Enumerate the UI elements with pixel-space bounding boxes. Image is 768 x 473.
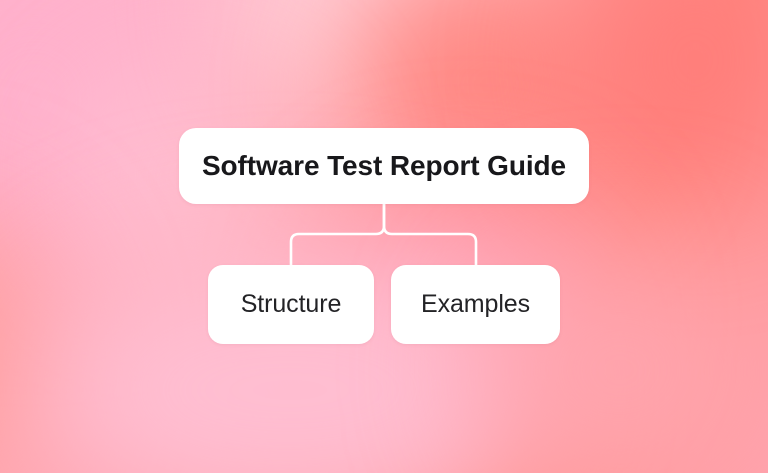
node-examples[interactable]: Examples [391, 265, 560, 344]
connector-to-structure [289, 202, 386, 267]
node-root[interactable]: Software Test Report Guide [179, 128, 589, 204]
connector-to-examples [382, 202, 478, 267]
node-structure-label: Structure [240, 290, 342, 318]
node-structure[interactable]: Structure [208, 265, 374, 344]
background-blob-right [570, 0, 768, 200]
background-blob-bottom-left [0, 210, 60, 473]
node-root-label: Software Test Report Guide [201, 150, 567, 181]
background-blob-upper-left [0, 0, 270, 90]
background-blob-left [0, 0, 200, 270]
node-examples-label: Examples [421, 290, 530, 318]
